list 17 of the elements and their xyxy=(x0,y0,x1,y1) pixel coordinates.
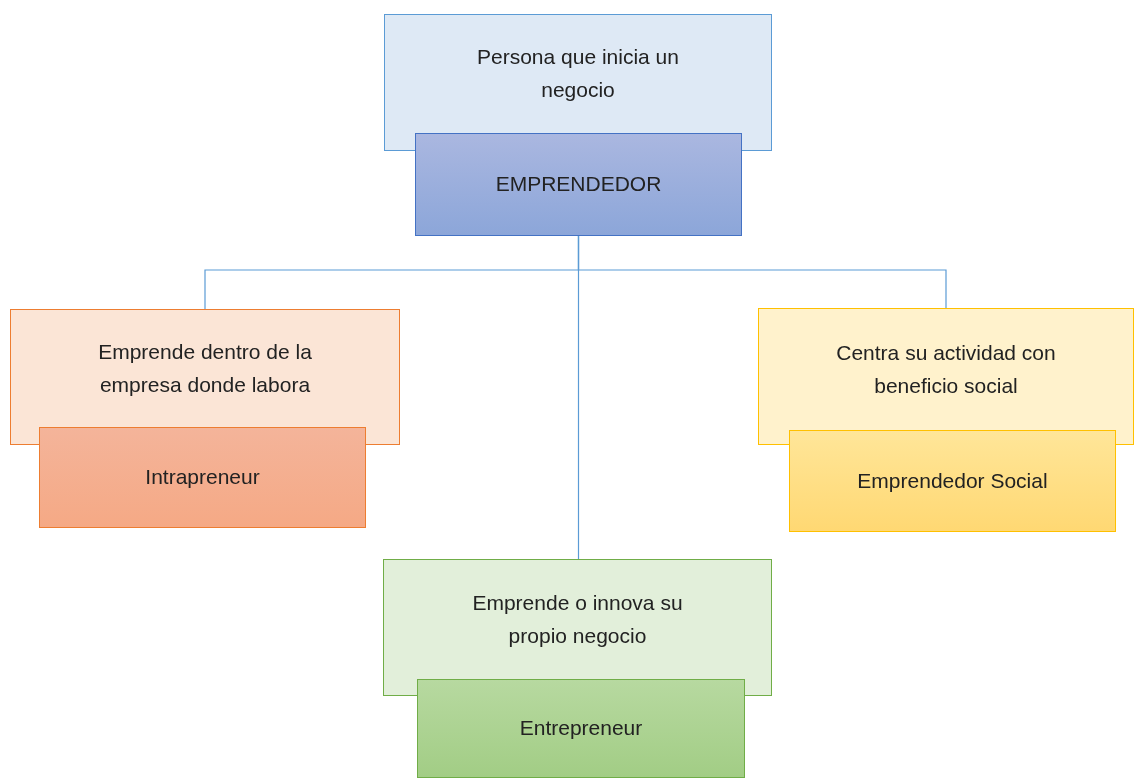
description-box xyxy=(384,14,772,133)
connector-line xyxy=(577,235,580,560)
node-text: Emprende o innova su propio negocio xyxy=(471,589,684,649)
description-box xyxy=(10,309,400,427)
node-text: Centra su actividad con beneficio social xyxy=(835,339,1057,399)
node-text: Entrepreneur xyxy=(519,715,643,742)
description-box xyxy=(383,559,772,679)
node-text: Emprendedor Social xyxy=(857,467,1048,494)
description-box xyxy=(758,308,1134,430)
node-text: Emprende dentro de la empresa donde labora xyxy=(97,338,313,398)
title-box xyxy=(39,427,366,528)
node-text: EMPRENDEDOR xyxy=(495,171,662,198)
title-box xyxy=(789,430,1116,532)
title-box xyxy=(417,679,745,778)
node-text: Persona que inicia un negocio xyxy=(476,44,680,103)
node-text: Intrapreneur xyxy=(145,464,260,491)
title-box xyxy=(415,133,742,236)
